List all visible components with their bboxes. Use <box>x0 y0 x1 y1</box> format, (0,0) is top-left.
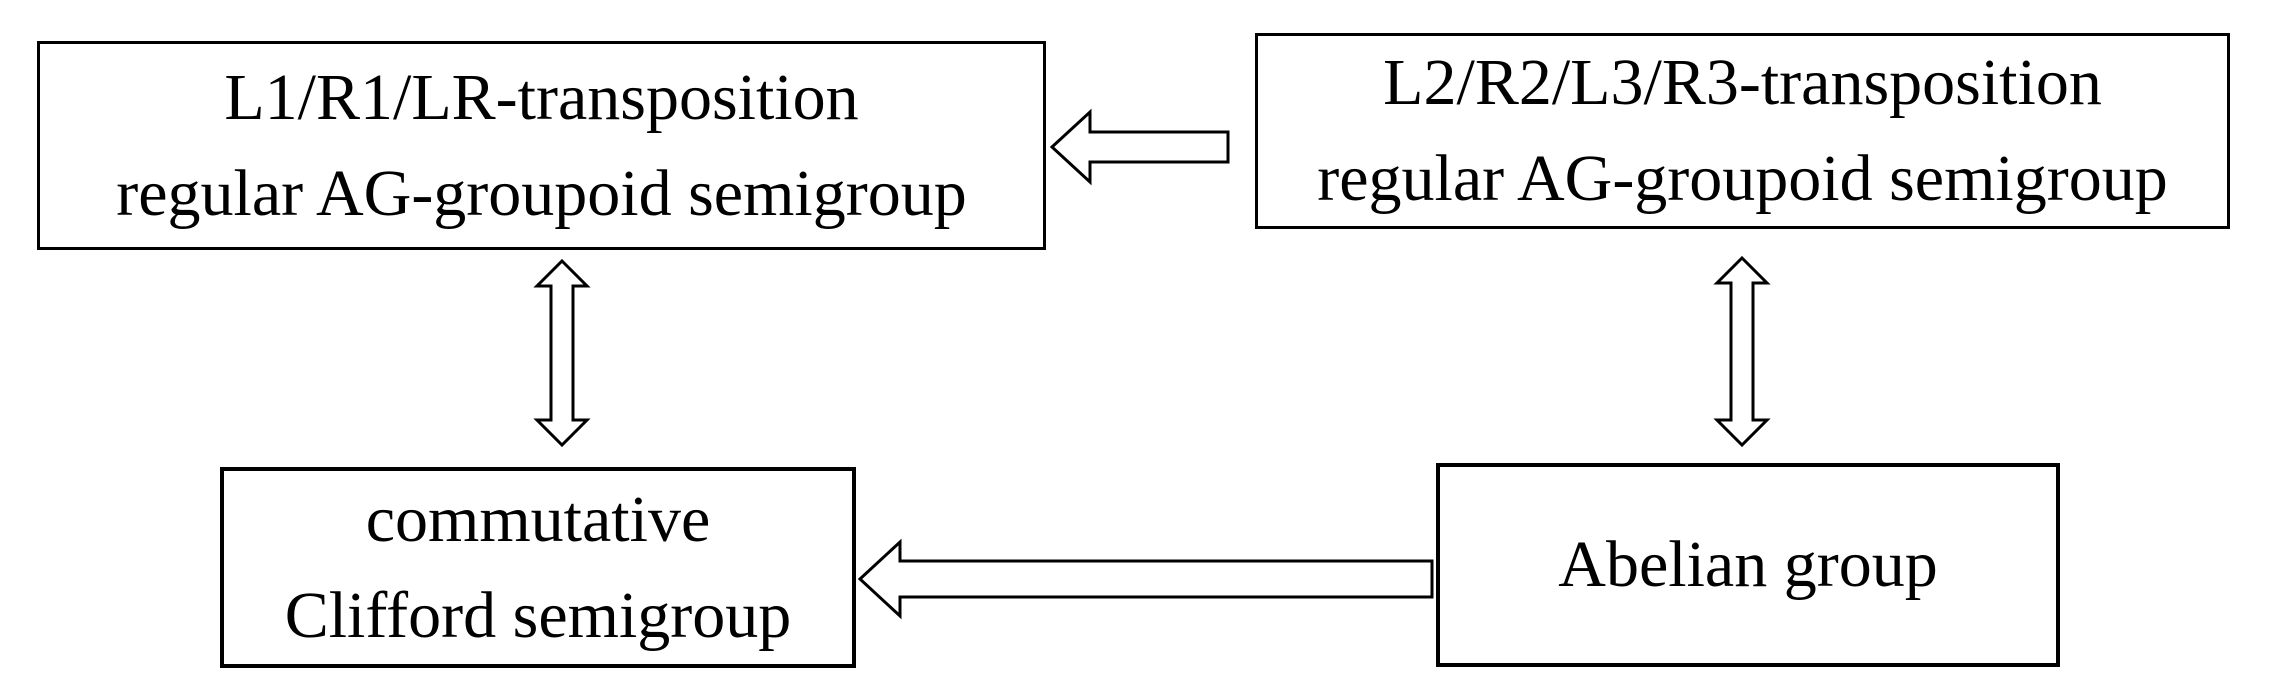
node-l1-r1-lr-transposition: L1/R1/LR-transposition regular AG-groupo… <box>37 41 1046 250</box>
node-commutative-clifford-semigroup: commutative Clifford semigroup <box>220 467 856 668</box>
node-l1-r1-lr-transposition-line1: L1/R1/LR-transposition <box>224 60 859 134</box>
node-l2-r2-l3-r3-transposition: L2/R2/L3/R3-transposition regular AG-gro… <box>1255 33 2230 229</box>
node-l2-r2-l3-r3-transposition-line1: L2/R2/L3/R3-transposition <box>1383 46 2102 119</box>
arrow-double-top-right-bottom-right-icon <box>1713 255 1771 448</box>
arrow-top-right-to-top-left-icon <box>1049 108 1230 186</box>
node-abelian-group-line1: Abelian group <box>1558 528 1938 601</box>
node-l2-r2-l3-r3-transposition-line2: regular AG-groupoid semigroup <box>1317 142 2168 215</box>
node-commutative-clifford-semigroup-line2: Clifford semigroup <box>284 578 792 652</box>
node-commutative-clifford-semigroup-line1: commutative <box>365 482 711 556</box>
node-l1-r1-lr-transposition-line2: regular AG-groupoid semigroup <box>116 156 967 230</box>
arrow-bottom-right-to-bottom-left-icon <box>857 538 1434 620</box>
node-abelian-group: Abelian group <box>1436 463 2060 667</box>
arrow-double-top-left-bottom-left-icon <box>533 258 591 448</box>
